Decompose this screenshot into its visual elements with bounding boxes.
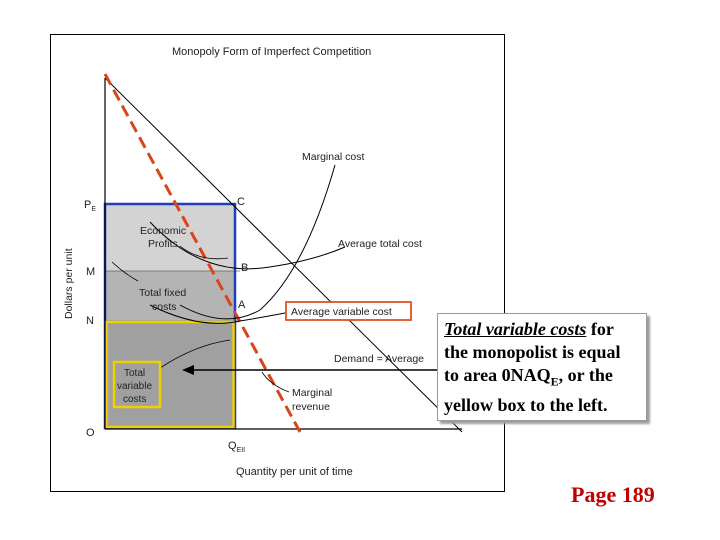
marginal-revenue-curve — [103, 73, 302, 433]
point-b: B — [241, 262, 248, 274]
total-variable-costs-region — [105, 321, 235, 428]
callout-line-1: Total variable costs for — [444, 319, 614, 339]
marginal-cost-curve — [179, 164, 336, 320]
marginal-revenue-label-1: Marginal — [292, 387, 332, 399]
y-axis-label: Dollars per unit — [63, 248, 75, 319]
callout-arrowhead — [182, 365, 194, 375]
tvc-pointer — [159, 339, 231, 369]
fixed-costs-pointer — [111, 261, 139, 282]
label-o: O — [86, 427, 95, 439]
demand-label: Demand = Average — [334, 353, 424, 365]
point-a: A — [238, 299, 246, 311]
total-variable-costs-label-3: costs — [123, 394, 146, 405]
average-total-cost-curve — [149, 221, 346, 270]
average-variable-cost-label: Average variable cost — [291, 306, 392, 318]
economic-profits-label-2: Profits — [148, 238, 178, 250]
price-label: PE — [84, 199, 96, 213]
point-c: C — [237, 196, 245, 208]
page-number: Page 189 — [571, 482, 655, 507]
total-variable-costs-label-1: Total — [124, 368, 145, 379]
average-variable-cost-curve — [149, 304, 291, 324]
profits-pointer — [179, 245, 229, 260]
total-variable-costs-label-2: variable — [117, 381, 152, 392]
tvc-label-box — [112, 360, 162, 409]
callout-line-3: to area 0NAQE, or the — [444, 365, 613, 389]
economic-profits-region — [105, 204, 235, 271]
avc-label-box — [285, 301, 412, 321]
average-total-cost-label: Average total cost — [338, 238, 422, 250]
total-fixed-costs-label-2: costs — [152, 301, 177, 313]
demand-curve — [104, 77, 463, 433]
label-n: N — [86, 315, 94, 327]
economic-profits-label-1: Economic — [140, 225, 186, 237]
callout-box: Total variable costs for the monopolist … — [437, 313, 647, 421]
callout-emphasis: Total variable costs — [444, 319, 587, 339]
marginal-cost-label: Marginal cost — [302, 151, 365, 163]
mr-pointer — [261, 371, 290, 393]
qty-label: QEII — [228, 440, 245, 454]
callout-line-2: the monopolist is equal — [444, 342, 621, 362]
x-axis-label: Quantity per unit of time — [236, 466, 353, 478]
callout-line-4: yellow box to the left. — [444, 394, 608, 415]
total-fixed-costs-label-1: Total fixed — [139, 287, 186, 299]
marginal-revenue-label-2: revenue — [292, 401, 330, 413]
total-variable-cost-outline — [105, 320, 235, 429]
total-fixed-costs-region — [105, 271, 235, 321]
label-m: M — [86, 266, 95, 278]
chart-title: Monopoly Form of Imperfect Competition — [172, 46, 371, 58]
